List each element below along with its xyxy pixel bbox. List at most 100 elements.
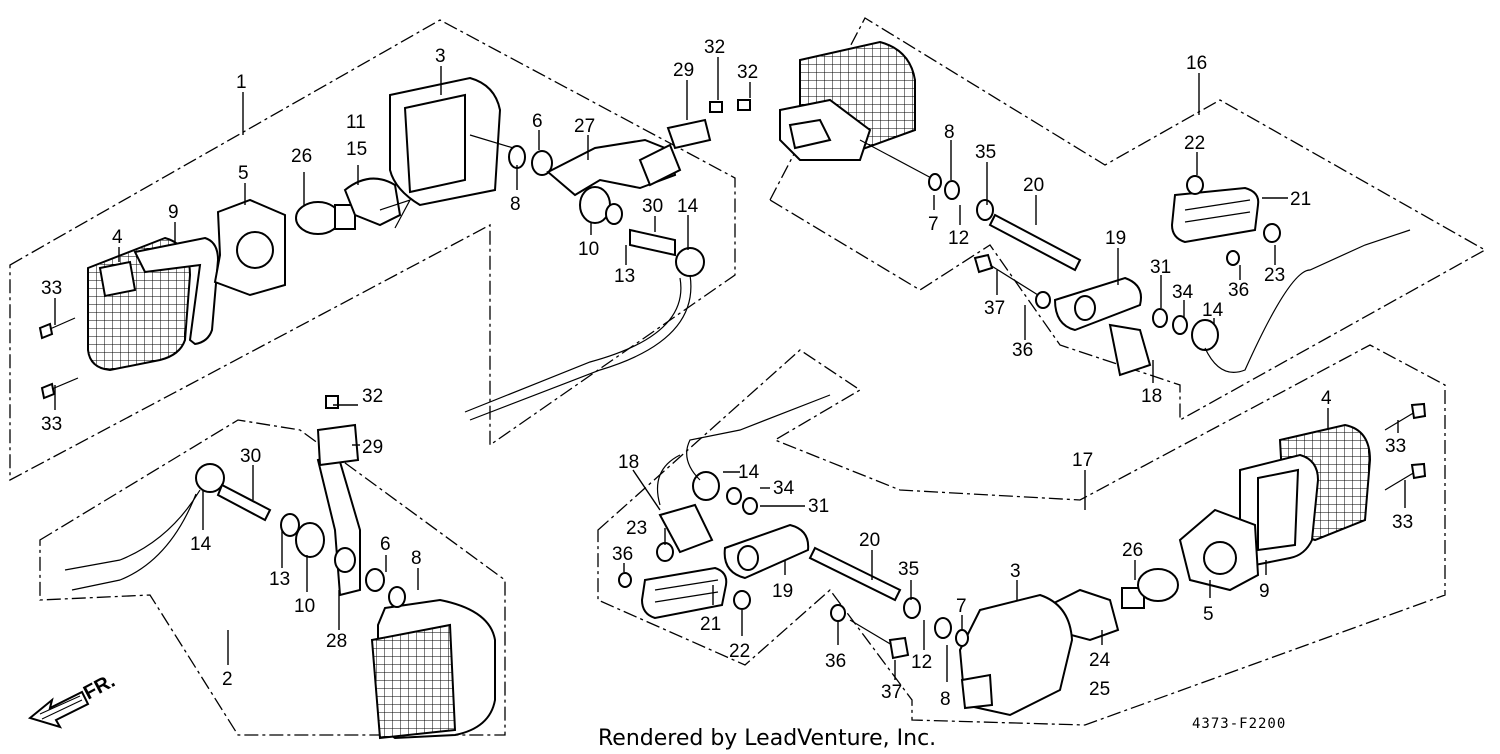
part-label-4: 4 <box>1321 388 1332 409</box>
part-label-11: 11 <box>346 112 366 133</box>
part-label-9: 9 <box>168 202 179 223</box>
part-label-35: 35 <box>975 142 996 163</box>
part-label-33: 33 <box>1392 512 1413 533</box>
part-label-23: 23 <box>626 518 647 539</box>
rear-lens-16 <box>779 40 916 161</box>
collar-6-b <box>365 568 385 592</box>
leader-lines <box>54 57 1406 682</box>
part-label-37: 37 <box>984 298 1005 319</box>
stay-28 <box>316 453 361 597</box>
bulb-17 <box>1121 568 1179 609</box>
lens-gasket-1 <box>133 236 220 346</box>
part-label-33: 33 <box>41 278 62 299</box>
washer-36-c <box>618 572 632 588</box>
stay-27 <box>546 138 682 197</box>
part-label-8: 8 <box>944 122 955 143</box>
wire-16 <box>859 139 936 181</box>
group-boundary-17 <box>597 344 1446 726</box>
screw-33-b <box>40 377 79 400</box>
part-label-19: 19 <box>1105 228 1126 249</box>
part-label-27: 27 <box>574 116 595 137</box>
cushion-10-b <box>280 513 325 558</box>
part-label-32: 32 <box>362 386 383 407</box>
part-label-21: 21 <box>700 614 721 635</box>
part-label-3: 3 <box>1010 561 1021 582</box>
part-label-30: 30 <box>240 446 261 467</box>
group-boundary-1 <box>9 19 736 482</box>
washers-17 <box>903 597 969 647</box>
socket-1 <box>343 177 412 229</box>
nuts-31-34-a <box>1152 308 1188 335</box>
washer-36-d <box>830 604 846 622</box>
part-label-36: 36 <box>825 651 846 672</box>
part-label-26: 26 <box>291 146 312 167</box>
part-labels: 1 3 11 15 26 5 9 4 33 33 6 8 27 29 32 32… <box>41 37 1413 710</box>
bulb-1 <box>295 201 356 235</box>
part-label-13: 13 <box>614 266 635 287</box>
part-label-8: 8 <box>940 689 951 710</box>
pad-21-a <box>1170 186 1260 244</box>
part-label-36: 36 <box>612 544 633 565</box>
front-lens-1 <box>87 236 192 372</box>
part-label-16: 16 <box>1186 53 1207 74</box>
washer-22-a <box>1186 175 1204 195</box>
harness-stem-30-b <box>195 463 272 522</box>
screw-33-a <box>38 317 76 340</box>
grommet-14-c <box>1191 319 1219 351</box>
washer-23-a <box>1263 223 1281 243</box>
washers-16 <box>928 173 994 221</box>
wire-17 <box>656 394 831 506</box>
part-label-34: 34 <box>1172 282 1194 303</box>
part-label-1: 1 <box>236 72 247 93</box>
part-label-20: 20 <box>1023 175 1044 196</box>
nuts-31-34-b <box>726 487 758 515</box>
part-label-17: 17 <box>1072 450 1093 471</box>
part-label-7: 7 <box>928 214 939 235</box>
washer-8-b <box>388 586 406 608</box>
part-label-12: 12 <box>911 652 932 673</box>
part-label-37: 37 <box>881 682 902 703</box>
part-label-7: 7 <box>956 596 967 617</box>
part-label-22: 22 <box>729 641 750 662</box>
bracket-19-b <box>723 523 810 580</box>
bolt-20-a <box>988 213 1082 272</box>
part-label-24: 24 <box>1089 650 1111 671</box>
part-label-14: 14 <box>738 462 760 483</box>
part-label-33: 33 <box>41 414 62 435</box>
socket-18-b <box>658 503 714 554</box>
clamp-29-b <box>316 423 360 467</box>
part-label-30: 30 <box>642 196 663 217</box>
part-label-34: 34 <box>773 478 795 499</box>
part-label-6: 6 <box>532 111 543 132</box>
part-label-25: 25 <box>1089 679 1110 700</box>
part-label-18: 18 <box>618 452 639 473</box>
part-label-28: 28 <box>326 631 347 652</box>
bolt-20-b <box>808 546 902 602</box>
clamp-29-a <box>666 118 712 150</box>
part-label-20: 20 <box>859 530 880 551</box>
wire-harness-1 <box>464 274 692 421</box>
group-boundary-16 <box>769 17 1487 422</box>
part-label-35: 35 <box>898 559 919 580</box>
pad-21-b <box>640 566 728 620</box>
part-label-31: 31 <box>808 496 829 517</box>
credit-text: Rendered by LeadVenture, Inc. <box>598 726 936 751</box>
part-label-21: 21 <box>1290 189 1311 210</box>
part-label-23: 23 <box>1264 265 1285 286</box>
part-label-4: 4 <box>112 227 123 248</box>
diagram-code: 4373-F2200 <box>1192 716 1286 732</box>
part-label-18: 18 <box>1141 386 1162 407</box>
screw-32-c <box>325 395 339 409</box>
part-label-2: 2 <box>222 669 233 690</box>
part-label-36: 36 <box>1228 280 1249 301</box>
screw-32-a <box>709 101 723 113</box>
bulb-plate-17 <box>1178 508 1260 592</box>
part-label-13: 13 <box>269 569 290 590</box>
group-boundary-2 <box>39 419 506 736</box>
screw-33-d <box>1384 462 1427 491</box>
socket-18-a <box>1108 323 1152 377</box>
washer-36-a <box>1035 291 1051 309</box>
bolt-37-b <box>849 619 910 660</box>
part-label-29: 29 <box>673 60 694 81</box>
washer-8-a <box>508 145 526 169</box>
